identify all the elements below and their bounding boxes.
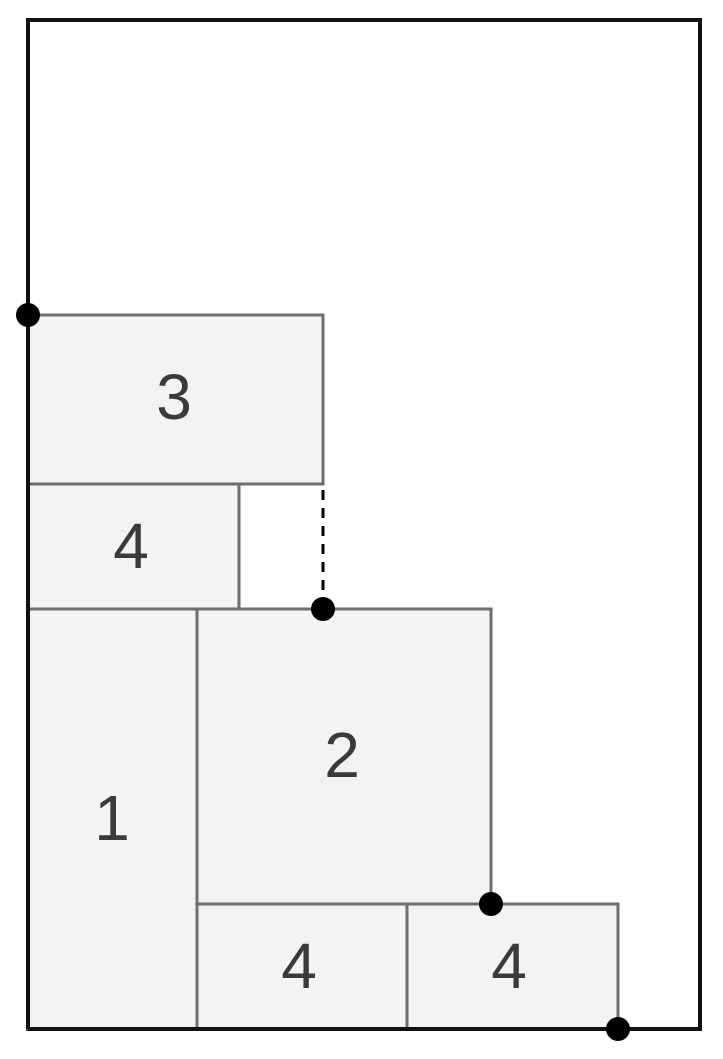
- block-4-bottom-right: [405, 902, 620, 1031]
- corner-point: [479, 892, 503, 916]
- corner-point: [16, 303, 40, 327]
- block-2-label: 2: [324, 719, 360, 791]
- block-4-upper-label: 4: [113, 510, 149, 582]
- corner-point: [311, 597, 335, 621]
- block-4-bottom-right-label: 4: [491, 930, 527, 1002]
- block-4-bottom-left-label: 4: [281, 930, 317, 1002]
- block-3-label: 3: [156, 361, 192, 433]
- block-1-label: 1: [94, 782, 130, 854]
- block-2: [195, 607, 493, 906]
- corner-point: [606, 1017, 630, 1041]
